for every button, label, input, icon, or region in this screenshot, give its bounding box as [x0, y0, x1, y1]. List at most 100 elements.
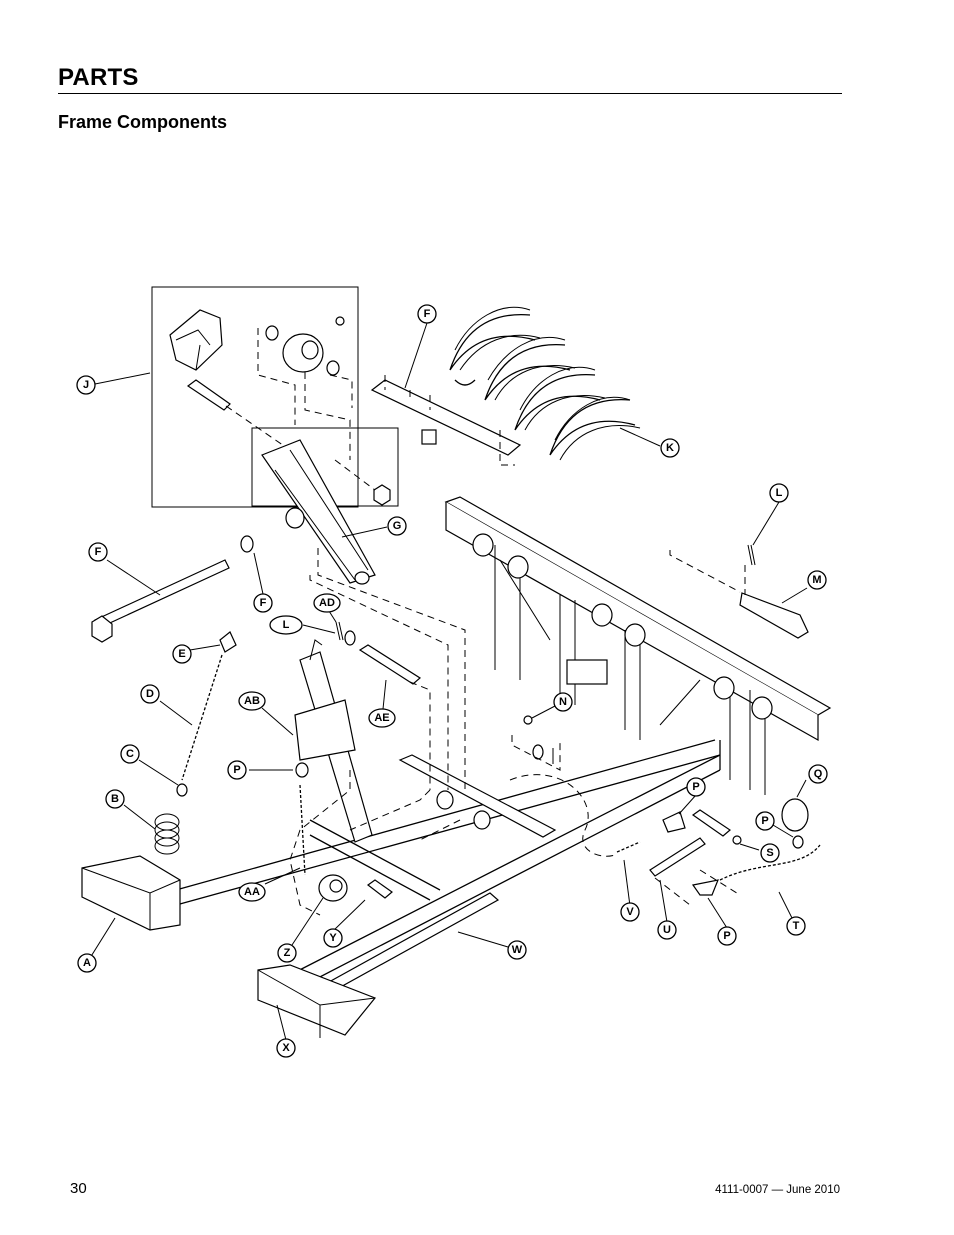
spring-mount-bar [370, 379, 522, 456]
callout-AE: AE [368, 708, 396, 728]
svg-text:M: M [812, 574, 821, 586]
callout-Y: Y [323, 928, 343, 948]
section-title: PARTS [58, 64, 139, 91]
nut-top [335, 316, 345, 326]
washer-left [265, 325, 279, 341]
svg-text:AB: AB [244, 695, 260, 707]
callout-AD: AD [313, 593, 341, 613]
right-side-rail [279, 754, 721, 996]
chain-t [719, 844, 821, 881]
hook-e [219, 631, 237, 653]
right-skid [257, 964, 376, 1036]
callout-B: B [105, 789, 125, 809]
callout-G: G [387, 516, 407, 536]
svg-text:S: S [766, 847, 773, 859]
svg-text:Y: Y [329, 932, 337, 944]
svg-text:F: F [95, 546, 102, 558]
left-skid [81, 855, 181, 931]
svg-text:B: B [111, 793, 119, 805]
bolt-n [523, 715, 533, 725]
header-rule [58, 93, 842, 94]
extension-springs [449, 306, 641, 461]
callout-E: E [172, 644, 192, 664]
callout-X: X [276, 1038, 296, 1058]
callout-L-right: L [769, 483, 789, 503]
lever-u [649, 837, 706, 877]
callout-U: U [657, 920, 677, 940]
svg-text:P: P [233, 764, 240, 776]
hinge-bracket [169, 309, 223, 371]
svg-text:F: F [424, 308, 431, 320]
svg-text:P: P [723, 930, 730, 942]
svg-text:D: D [146, 688, 154, 700]
chain-v [616, 841, 641, 853]
svg-text:C: C [126, 748, 134, 760]
callout-S: S [760, 843, 780, 863]
lift-arm [261, 439, 376, 584]
callout-V: V [620, 902, 640, 922]
hinge-bolt [186, 379, 231, 411]
callout-Z: Z [277, 943, 297, 963]
nut-s [732, 835, 742, 845]
callout-P-top: P [686, 777, 706, 797]
callout-AB: AB [238, 691, 266, 711]
svg-text:Q: Q [814, 768, 823, 780]
svg-text:AE: AE [374, 712, 389, 724]
clevis-p-bottom [691, 879, 719, 896]
callout-J: J [76, 375, 96, 395]
callout-M: M [807, 570, 827, 590]
callout-Q: Q [808, 764, 828, 784]
ring-q [781, 798, 809, 832]
callout-AA: AA [238, 882, 266, 902]
chain-left [299, 784, 306, 876]
svg-text:AA: AA [244, 886, 260, 898]
callout-W: W [507, 940, 527, 960]
hinge-hardware-inset [151, 286, 359, 508]
svg-text:P: P [692, 781, 699, 793]
callout-A: A [77, 953, 97, 973]
bolt-washer [240, 535, 254, 553]
link-p-left [295, 762, 309, 778]
callout-P-bottom: P [717, 926, 737, 946]
cotter-pin [747, 544, 756, 566]
svg-text:W: W [512, 944, 523, 956]
long-bolt [94, 559, 230, 629]
link-c [176, 783, 188, 797]
svg-text:P: P [761, 815, 768, 827]
callout-F-washer: F [253, 593, 273, 613]
lock-nut [373, 484, 391, 506]
callout-F-top: F [417, 304, 437, 324]
svg-text:E: E [178, 648, 185, 660]
svg-text:N: N [559, 696, 567, 708]
svg-text:G: G [393, 520, 402, 532]
svg-text:A: A [83, 957, 91, 969]
link-p-right [792, 835, 804, 849]
svg-text:J: J [83, 379, 89, 391]
small-spring [154, 813, 180, 855]
clevis-p-top [662, 811, 686, 833]
cylinder-pin [358, 644, 422, 685]
svg-text:X: X [282, 1042, 290, 1054]
svg-text:U: U [663, 924, 671, 936]
callout-T: T [786, 916, 806, 936]
washer-n [532, 744, 544, 760]
svg-text:AD: AD [319, 597, 335, 609]
leader-lines [89, 322, 808, 1041]
svg-text:L: L [283, 619, 290, 631]
svg-text:Z: Z [284, 947, 291, 959]
svg-text:V: V [626, 906, 634, 918]
assembly-dash-lines [289, 548, 746, 916]
callout-P-right: P [755, 811, 775, 831]
page-number: 30 [70, 1180, 87, 1197]
callout-C: C [120, 744, 140, 764]
callout-D: D [140, 684, 160, 704]
page-subtitle: Frame Components [58, 112, 228, 132]
washer-right [326, 360, 340, 376]
document-reference: 4111-0007 — June 2010 [715, 1184, 840, 1196]
svg-text:T: T [793, 920, 800, 932]
left-side-rail [139, 739, 721, 916]
inner-crossmember [398, 754, 557, 838]
roller-pin [366, 879, 393, 899]
svg-text:K: K [666, 442, 674, 454]
